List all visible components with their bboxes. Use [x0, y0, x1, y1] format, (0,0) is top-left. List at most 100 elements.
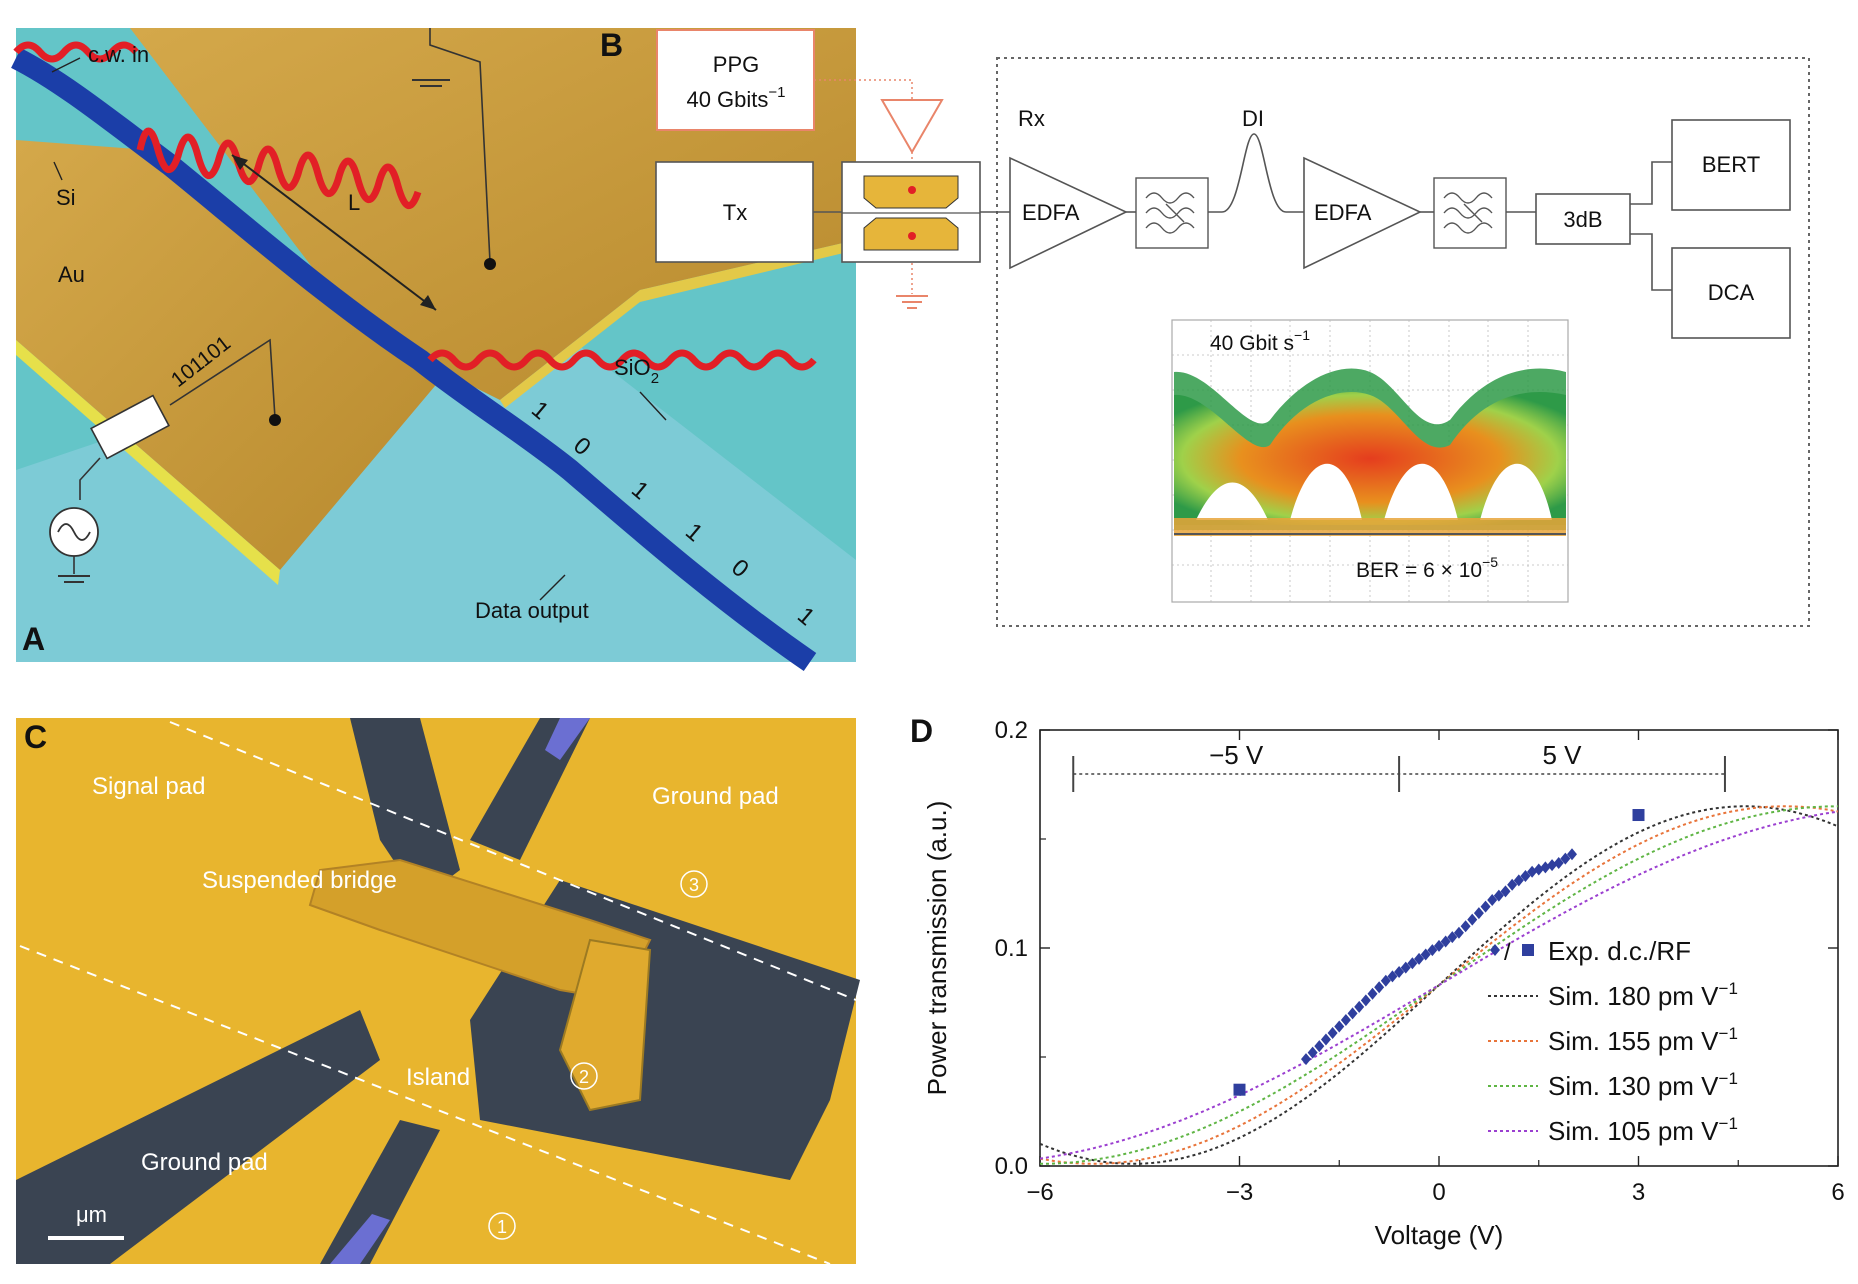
exp-dc-point: [1553, 856, 1564, 869]
legend-exp-label: Exp. d.c./RF: [1548, 936, 1691, 966]
exp-dc-point: [1374, 981, 1385, 994]
scale-bar-label: μm: [76, 1202, 107, 1227]
legend-exp-dc-marker: [1490, 944, 1500, 956]
exp-dc-point: [1447, 931, 1458, 944]
exp-dc-point: [1460, 920, 1471, 933]
optical-wave: [13, 41, 817, 371]
bridge-edge-guide: [19, 945, 831, 1265]
exp-dc-point: [1394, 965, 1405, 978]
gap-dark: [16, 1010, 380, 1264]
range-label-negative: −5 V: [1209, 740, 1264, 770]
sine-wave-icon: [57, 523, 91, 541]
dca-box: [1671, 247, 1791, 339]
ppg-rate: 40 Gbits−1: [686, 84, 785, 112]
gold-pad-lower-edge: [16, 340, 280, 585]
leader-line: [51, 57, 81, 73]
x-tick-label: 3: [1632, 1179, 1645, 1206]
exp-dc-point: [1480, 900, 1491, 913]
exp-dc-point: [1307, 1046, 1318, 1059]
filter-wave-icon: [1443, 192, 1493, 234]
exp-rf-point: [1233, 1083, 1246, 1096]
panel-letter-a: A: [22, 621, 45, 657]
exp-dc-point: [1387, 970, 1398, 983]
di-gaussian-icon: [1208, 133, 1304, 213]
leader-line: [539, 574, 566, 601]
exp-dc-point: [1473, 907, 1484, 920]
exp-dc-point: [1567, 848, 1577, 861]
legend-exp-rf-marker: [1522, 944, 1534, 956]
waveguide-taper: [330, 1214, 390, 1264]
probe-contact: [484, 258, 496, 270]
eye-baseline: [1174, 518, 1566, 536]
splitter-label: 3dB: [1563, 207, 1602, 232]
filter-slash-icon: [1463, 203, 1483, 223]
legend-sim-label: Sim. 130 pm V−1: [1548, 1069, 1738, 1101]
legend-sim-label: Sim. 105 pm V−1: [1548, 1114, 1738, 1146]
x-tick-label: −3: [1226, 1179, 1253, 1206]
filter-wave-icon: [1145, 192, 1195, 234]
splitter-output: [1630, 161, 1672, 205]
arrow-head: [232, 155, 248, 170]
label-si: Si: [56, 185, 76, 210]
label-island: Island: [406, 1064, 470, 1091]
exp-dc-point: [1434, 939, 1444, 952]
suspended-bridge-shape: [308, 858, 652, 1002]
exp-dc-point: [1360, 994, 1371, 1007]
si-waveguide: [11, 48, 817, 672]
exp-dc-point: [1520, 870, 1531, 883]
signal-probe-wire: [169, 338, 276, 419]
exp-dc-point: [1513, 874, 1524, 887]
exp-dc-point: [1400, 961, 1411, 974]
exp-rf-point: [1632, 809, 1645, 822]
label-au: Au: [58, 262, 85, 287]
gap-dark: [350, 718, 460, 900]
exp-dc-point: [1420, 948, 1431, 961]
exp-dc-point: [1467, 913, 1478, 926]
edfa-label: EDFA: [1022, 200, 1080, 225]
label-ground-pad-top: Ground pad: [652, 783, 779, 810]
leader-line: [639, 391, 667, 421]
legend-exp-separator: /: [1504, 939, 1511, 966]
tx-box: [655, 161, 814, 263]
panel-letter-d: D: [910, 713, 933, 749]
gold-pad-upper-edge: [500, 240, 856, 408]
label-length: L: [348, 190, 360, 215]
y-axis-label: Power transmission (a.u.): [922, 801, 952, 1096]
label-suspended-bridge: Suspended bridge: [202, 867, 397, 894]
region-marker-label: 1: [497, 1217, 507, 1237]
probe-contact: [269, 414, 281, 426]
gap-dark: [320, 1120, 440, 1264]
region-marker-label: 2: [579, 1067, 589, 1087]
exp-dc-point: [1301, 1053, 1311, 1066]
panel-letter-c: C: [24, 719, 47, 755]
sim-curve: [1040, 810, 1838, 1160]
source-wire: [79, 457, 101, 500]
region-marker: [570, 1062, 598, 1090]
length-arrow: [231, 154, 437, 311]
rx-label: Rx: [1018, 106, 1045, 131]
bert-box: [1671, 119, 1791, 211]
exp-dc-point: [1327, 1027, 1338, 1040]
exp-dc-point: [1347, 1007, 1358, 1020]
panel-b: B PPG 40 Gbits−1 Tx Rx EDFA: [600, 27, 1810, 627]
region-markers: 1 2 3: [488, 870, 708, 1240]
exp-dc-point: [1427, 944, 1438, 957]
receiver-frame: [996, 57, 1810, 627]
gold-pad-lower: [16, 140, 440, 570]
sio2-substrate: [16, 300, 856, 662]
optical-filter-icon: [1433, 177, 1507, 249]
eye-opening: [1196, 482, 1268, 520]
ppg-box: [656, 29, 815, 131]
ppg-label: PPG: [713, 52, 759, 77]
region-marker-label: 3: [689, 875, 699, 895]
legend-sim-label: Sim. 180 pm V−1: [1548, 979, 1738, 1011]
panel-c: Signal pad Ground pad Suspended bridge I…: [16, 718, 860, 1265]
exp-dc-point: [1493, 889, 1504, 902]
arrow-head: [420, 295, 436, 310]
electrode-dot: [908, 186, 916, 194]
exp-dc-point: [1453, 926, 1464, 939]
region-marker: [488, 1212, 516, 1240]
panel-letter-b: B: [600, 27, 623, 63]
